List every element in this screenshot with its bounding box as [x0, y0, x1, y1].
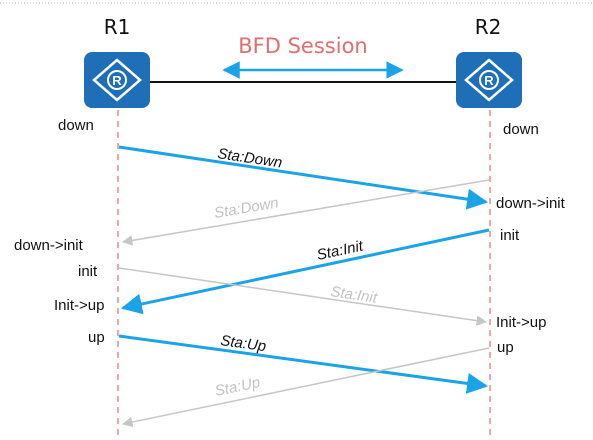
r2-state-down: down [503, 121, 539, 138]
r2-state-init: init [500, 227, 520, 244]
r2-router: R [456, 52, 522, 108]
message-arrow-sta-up-r1-r2 [118, 334, 489, 394]
router-icon: R [92, 58, 142, 102]
message-arrow-sta-init-r1-r2 [118, 267, 488, 326]
r1-state-init-up: Init->up [54, 297, 104, 314]
message-arrow-sta-down-r2-r1 [121, 179, 490, 246]
r2-icon-letter: R [484, 73, 494, 88]
r1-icon-letter: R [112, 73, 122, 88]
r1-state-down: down [58, 117, 94, 134]
r2-state-init-up: Init->up [496, 314, 546, 331]
r1-router: R [84, 52, 150, 108]
r1-state-down-init: down->init [14, 237, 84, 254]
router-icon: R [464, 58, 514, 102]
r2-router-body [456, 52, 522, 108]
r1-state-up: up [88, 329, 105, 346]
r2-name: R2 [475, 15, 502, 39]
message-label-sta-init-r2-r1: Sta:Init [315, 237, 365, 264]
r1-router-body [84, 52, 150, 108]
session-label: BFD Session [238, 34, 367, 58]
message-arrow-sta-up-r2-r1 [121, 347, 490, 428]
r1-state-init: init [78, 263, 98, 280]
message-arrow-sta-down-r1-r2 [118, 145, 489, 210]
r2-state-down-init: down->init [496, 195, 566, 212]
r2-state-up: up [497, 339, 514, 356]
r1-name: R1 [104, 15, 131, 39]
message-arrow-sta-init-r2-r1 [120, 228, 490, 315]
message-label-sta-init-r1-r2: Sta:Init [329, 283, 378, 307]
message-label-sta-up-r1-r2: Sta:Up [219, 332, 267, 355]
